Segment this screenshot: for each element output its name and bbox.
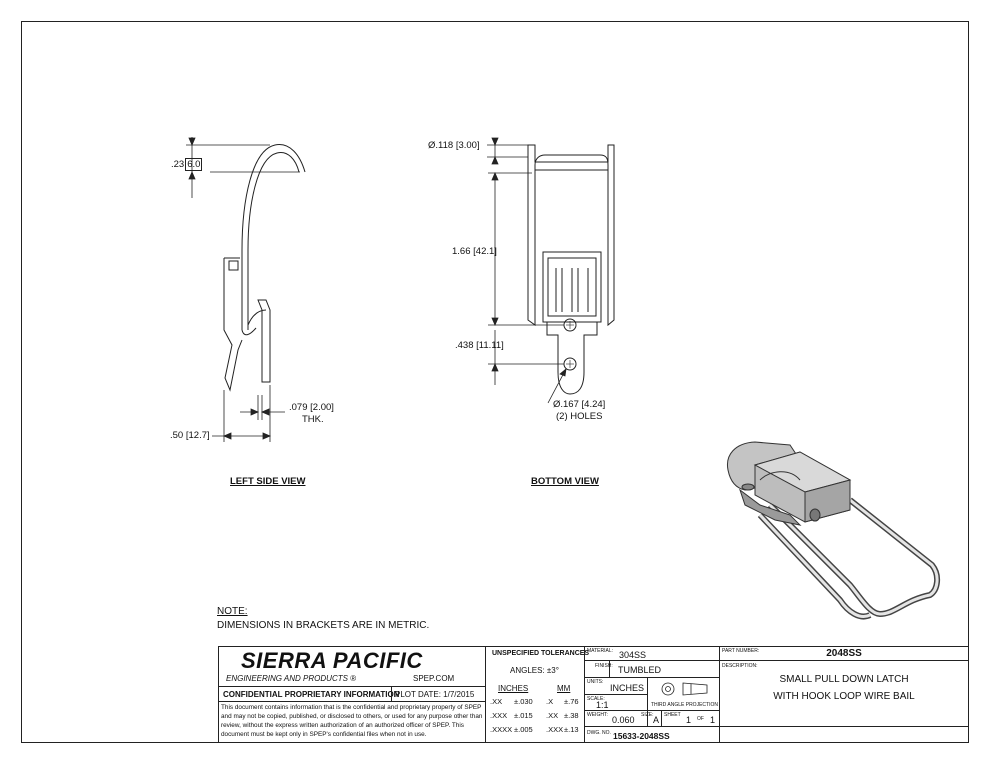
bottom-view-label: BOTTOM VIEW (531, 476, 599, 487)
tol-row: .XX±.030.X±.76 (490, 697, 579, 706)
title-block (218, 646, 969, 743)
dim-wire-diameter: Ø.118 [3.00] (428, 140, 480, 151)
left-side-view-label: LEFT SIDE VIEW (230, 476, 306, 487)
note-heading: NOTE: (217, 606, 248, 617)
plot-date: PLOT DATE: 1/7/2015 (395, 690, 475, 699)
tb-divider (218, 701, 485, 702)
material-label: MATERIAL: (587, 648, 614, 654)
description-line-1: SMALL PULL DOWN LATCH (779, 674, 909, 685)
tb-divider (584, 677, 719, 678)
tb-divider (584, 660, 719, 661)
description-line-2: WITH HOOK LOOP WIRE BAIL (773, 691, 915, 702)
dim-length: 1.66 [42.1] (452, 246, 497, 257)
size-value: A (653, 715, 660, 725)
of-label: OF (697, 716, 704, 722)
projection-label: THIRD ANGLE PROJECTION (651, 702, 718, 708)
part-number-label: PART NUMBER: (722, 648, 760, 654)
tb-divider (719, 726, 969, 727)
tolerance-angles: ANGLES: ±3° (510, 666, 559, 675)
confidential-heading: CONFIDENTIAL PROPRIETARY INFORMATION (223, 690, 400, 699)
dwg-number: 15633-2048SS (613, 731, 670, 741)
scale-label: SCALE: (587, 696, 605, 702)
company-sub: ENGINEERING AND PRODUCTS ® (226, 674, 357, 683)
dim-hole-spacing: .438 [11.11] (455, 340, 504, 351)
tb-divider (218, 686, 485, 687)
finish-label: FINISH: (595, 663, 613, 669)
size-label: SIZE: (641, 712, 654, 718)
tol-row: .XXX±.015.XX±.38 (490, 711, 579, 720)
dwg-label: DWG. NO. (587, 730, 611, 736)
sheet-total: 1 (710, 715, 716, 725)
tb-divider (584, 710, 719, 711)
material-value: 304SS (619, 650, 647, 660)
tb-divider (485, 646, 486, 743)
part-number: 2048SS (826, 648, 862, 659)
company-name: SIERRA PACIFIC (241, 648, 423, 673)
finish-value: TUMBLED (618, 665, 662, 675)
units-label: UNITS: (587, 679, 604, 685)
tolerance-inches-heading: INCHES (498, 684, 529, 693)
tb-divider (719, 660, 969, 661)
note-text: DIMENSIONS IN BRACKETS ARE IN METRIC. (217, 620, 430, 631)
tb-divider (647, 677, 648, 726)
tb-divider (584, 726, 719, 727)
tb-divider (719, 646, 720, 743)
dim-depth: .50 [12.7] (170, 430, 210, 441)
tol-row: .XXXX±.005.XXX±.13 (490, 725, 579, 734)
scale-value: 1:1 (596, 700, 609, 710)
weight-value: 0.060 (612, 715, 635, 725)
weight-label: WEIGHT: (587, 712, 608, 718)
tolerance-mm-heading: MM (557, 684, 571, 693)
tb-divider (584, 694, 647, 695)
tb-divider (661, 710, 662, 726)
sheet-label: SHEET (664, 712, 681, 718)
dim-thickness-label: THK. (302, 414, 324, 425)
dim-hole-count: (2) HOLES (556, 411, 603, 422)
company-website: SPEP.COM (413, 674, 455, 683)
sheet-value: 1 (686, 715, 692, 725)
dim-hole-diameter: Ø.167 [4.24] (553, 399, 606, 410)
tolerances-heading: UNSPECIFIED TOLERANCES (492, 650, 590, 657)
dim-thickness: .079 [2.00] (289, 402, 334, 413)
description-label: DESCRIPTION: (722, 663, 758, 669)
tb-divider (391, 686, 392, 701)
units-value: INCHES (610, 683, 645, 693)
confidential-text: This document contains information that … (221, 704, 483, 738)
tb-divider (609, 660, 610, 677)
